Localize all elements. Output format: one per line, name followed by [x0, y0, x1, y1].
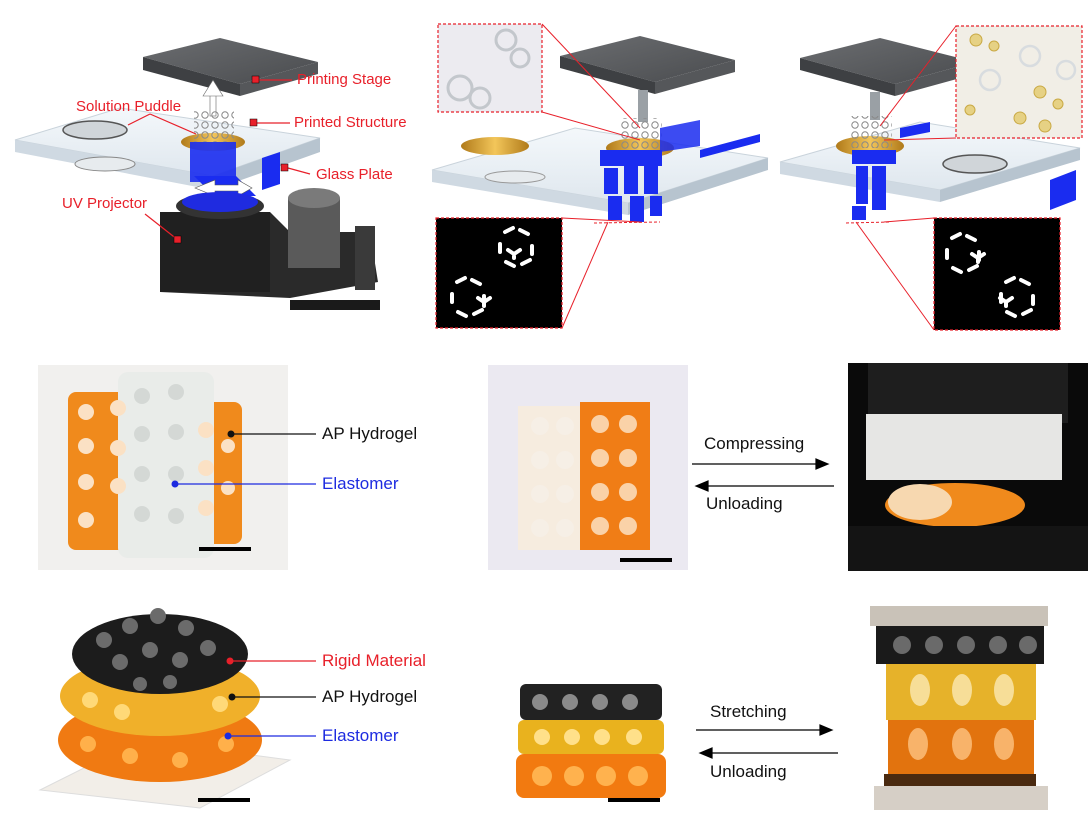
label-uv-projector: UV Projector [62, 195, 148, 212]
printing-stage-2 [560, 36, 735, 82]
compress-arrows [692, 458, 834, 492]
scale-bar-2 [620, 558, 672, 562]
inset-mask-1 [435, 217, 563, 329]
label-glass-plate: Glass Plate [316, 166, 393, 183]
projected-pattern-column-2 [852, 150, 896, 220]
stretch-arrows [696, 724, 838, 759]
schematic-elastomer-printing [431, 23, 769, 329]
label-rigid-material: Rigid Material [322, 651, 426, 670]
label-solution-puddle: Solution Puddle [76, 98, 182, 115]
label-compressing: Compressing [704, 434, 805, 453]
label-stretching: Stretching [710, 702, 787, 721]
scale-bar-4 [608, 798, 660, 802]
label-elastomer-1: Elastomer [322, 474, 399, 493]
projected-pattern-column [600, 150, 662, 222]
inset-mask-2 [933, 217, 1061, 331]
uv-beam [190, 142, 236, 182]
printed-structure [194, 110, 234, 142]
bilayer-lattice [68, 372, 242, 558]
scale-bar-3 [198, 798, 250, 802]
label-printed-structure: Printed Structure [294, 114, 407, 131]
label-ap-hydrogel-2: AP Hydrogel [322, 687, 418, 706]
solution-puddle-drop [62, 120, 128, 140]
printing-stage-3 [800, 38, 975, 84]
scale-bar-1 [199, 547, 251, 551]
schematic-printer-setup [14, 38, 380, 310]
label-elastomer-2: Elastomer [322, 726, 399, 745]
schematic-hydrogel-printing [779, 25, 1083, 331]
label-printing-stage: Printing Stage [297, 71, 392, 88]
label-unloading-2: Unloading [710, 762, 787, 781]
label-unloading-1: Unloading [706, 494, 783, 513]
row2-graphics [36, 363, 1088, 814]
printing-stage [143, 38, 318, 84]
label-ap-hydrogel-1: AP Hydrogel [322, 424, 418, 443]
